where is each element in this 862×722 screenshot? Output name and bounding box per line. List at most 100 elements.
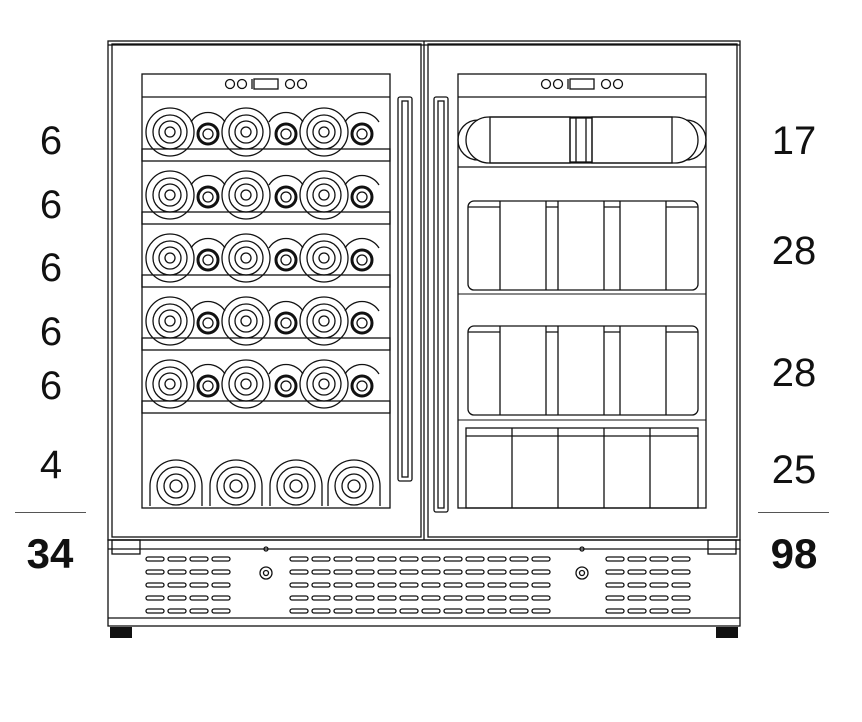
wine-bottle-base-icon [299,107,349,157]
vent-slot-icon [355,582,375,588]
vent-slot-icon [399,569,419,575]
vent-slot-icon [211,556,231,562]
wine-bottle-base-icon [145,296,195,346]
right-shelf-1-count: 17 [771,119,817,163]
control-button-icon [540,78,552,90]
wine-bottle-base-icon [299,359,349,409]
hinge-icon [707,539,737,555]
left-vent-grille [145,556,231,614]
control-button-icon [612,78,624,90]
left-glass [141,73,391,509]
vent-slot-icon [211,595,231,601]
leveling-foot-icon [716,627,738,638]
vent-slot-icon [671,595,691,601]
vent-slot-icon [531,569,551,575]
vent-slot-icon [531,595,551,601]
control-button-icon [600,78,612,90]
vent-slot-icon [311,582,331,588]
left-shelf-4-count: 6 [39,310,63,354]
vent-slot-icon [189,569,209,575]
wine-bottle-neck-icon [350,311,374,335]
wine-shelf [141,400,391,414]
vent-slot-icon [211,582,231,588]
wine-bottle-neck-icon [196,311,220,335]
wine-bottle-neck-icon [350,185,374,209]
vent-slot-icon [509,569,529,575]
right-total: 98 [770,530,818,577]
wine-bottle-neck-icon [350,374,374,398]
display-icon [253,78,279,90]
display-icon [569,78,595,90]
wine-floor-row [149,459,381,506]
vent-slot-icon [671,582,691,588]
vent-slot-icon [189,608,209,614]
vent-slot-icon [333,608,353,614]
vent-slot-icon [145,608,165,614]
wine-bottle-base-icon [221,170,271,220]
vent-slot-icon [531,608,551,614]
vent-slot-icon [211,608,231,614]
vent-slot-icon [671,608,691,614]
wine-bottle-base-icon [327,459,381,506]
vent-slot-icon [421,608,441,614]
vent-slot-icon [167,608,187,614]
vent-slot-icon [421,595,441,601]
vent-slot-icon [333,582,353,588]
wine-bottle-base-icon [145,359,195,409]
vent-slot-icon [289,595,309,601]
vent-slot-icon [145,582,165,588]
left-handle [397,96,413,482]
right-glass [457,73,707,509]
wine-bottle-base-icon [221,107,271,157]
vent-slot-icon [421,556,441,562]
cans-block-icon [467,325,699,416]
left-shelf-3-count: 6 [39,246,63,290]
vent-slot-icon [531,556,551,562]
wine-bottle-base-icon [299,296,349,346]
lock-icon [575,566,589,580]
control-button-icon [236,78,248,90]
vent-slot-icon [167,569,187,575]
left-total: 34 [26,530,74,577]
wine-shelf [141,211,391,225]
vent-slot-icon [627,582,647,588]
vent-slot-icon [399,556,419,562]
vent-slot-icon [311,569,331,575]
wine-shelf [141,274,391,288]
wine-row-5 [141,359,391,414]
can-row-1 [467,200,699,291]
vent-slot-icon [487,582,507,588]
vent-slot-icon [289,608,309,614]
vent-slot-icon [671,556,691,562]
vent-slot-icon [355,608,375,614]
wine-bottle-neck-icon [196,374,220,398]
wine-bottle-neck-icon [274,185,298,209]
vent-slot-icon [443,569,463,575]
vent-slot-icon [145,569,165,575]
vent-slot-icon [311,595,331,601]
control-button-icon [296,78,308,90]
vent-slot-icon [649,595,669,601]
wine-row-2 [141,170,391,225]
control-button-icon [284,78,296,90]
vent-slot-icon [649,556,669,562]
cans-block-icon [467,200,699,291]
wine-bottle-neck-icon [274,374,298,398]
vent-slot-icon [627,595,647,601]
vent-slot-icon [167,582,187,588]
left-shelf-2-count: 6 [39,183,63,227]
wine-bottle-neck-icon [350,248,374,272]
right-handle [433,96,449,513]
center-vent-grille [289,556,551,614]
vent-slot-icon [465,582,485,588]
vent-slot-icon [649,569,669,575]
wine-shelf [141,337,391,351]
vent-slot-icon [289,569,309,575]
right-door [427,43,738,538]
vent-slot-icon [377,595,397,601]
wine-row-1 [141,107,391,162]
vent-slot-icon [333,556,353,562]
wine-bottle-base-icon [209,459,263,506]
control-button-icon [224,78,236,90]
